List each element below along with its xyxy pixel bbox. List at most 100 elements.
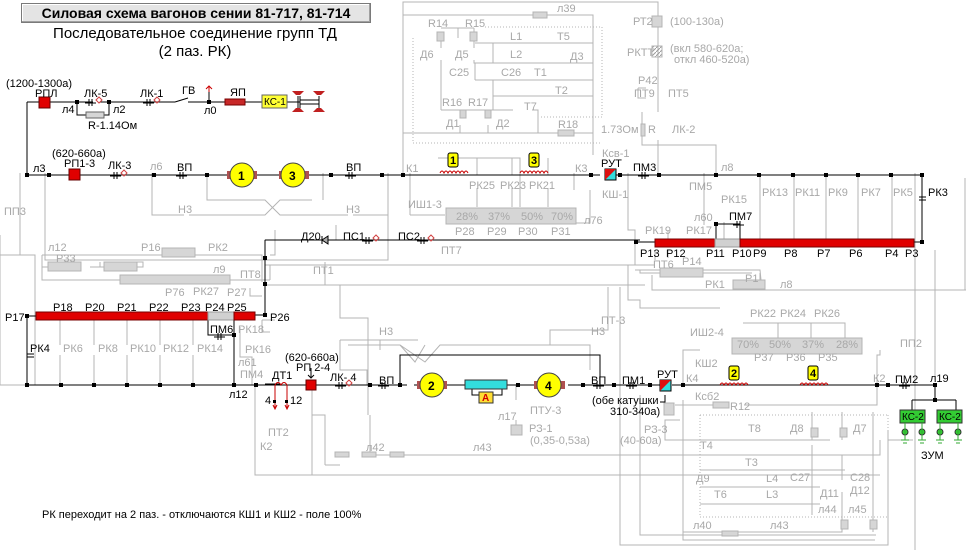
traction-motor-1[interactable]: 1 [227,162,257,188]
label-pm5: ПМ5 [689,181,712,193]
resistor-d7 [839,427,848,438]
label-l39: л39 [557,3,576,15]
label-zum: ЗУМ [921,450,944,462]
contactor-ks2-a[interactable]: КС-2 [899,409,926,424]
svg-text:4: 4 [545,379,552,393]
label-ish13: ИШ1-3 [408,199,442,211]
resistor-l45 [869,519,878,530]
diode-d20 [321,235,329,245]
label-pm3: ПМ3 [633,162,656,174]
label-p16: Р16 [141,242,161,254]
label-p42: Р42 [638,75,658,87]
label-l19: л19 [930,373,949,385]
label-c27: С27 [790,472,810,484]
label-k2: К2 [873,373,886,385]
label-l6: л6 [150,161,163,173]
svg-text:3: 3 [531,155,537,167]
label-r114: R-1.14Ом [88,120,137,132]
label-pm1: ПМ1 [622,375,645,387]
label-p6: Р6 [849,248,862,260]
contactor-ks2-b[interactable]: КС-2 [936,409,963,424]
label-l0: л0 [204,105,217,117]
label-p17: Р17 [5,312,25,324]
label-r17: R17 [468,97,488,109]
label-rz1-setting: (0,35-0,53а) [530,435,590,447]
relay-rktt [651,45,663,58]
label-rk2: РК2 [208,242,228,254]
contactor-ks1[interactable] [261,94,288,109]
label-rktt: РКТТ [627,47,654,59]
label-d20: Д20 [301,231,321,243]
svg-text:1: 1 [238,169,245,183]
label-d6: Д6 [420,49,434,61]
label-t4: Т4 [700,440,713,452]
label-l9: л9 [213,264,226,276]
label-dt1-tap12: 12 [290,395,302,407]
ammeter-shunt[interactable]: А [464,379,508,404]
label-vp-left-24: ВП [379,375,394,387]
resistor-r14 [436,31,445,42]
relay-rpl[interactable] [38,96,51,109]
label-rk12: РК12 [163,343,189,355]
label-rp24: РП 2-4 [296,362,330,374]
label-d5: Д5 [455,49,469,61]
label-rk21: РК21 [529,180,555,192]
relay-rut-24[interactable] [659,379,672,392]
label-d1: Д1 [446,118,460,130]
label-rk8: РК8 [98,343,118,355]
label-rut-note1: (обе катушки [592,395,659,407]
label-l4: л4 [62,104,75,116]
traction-motor-4[interactable]: 4 [534,372,565,398]
relay-rz3 [663,402,675,416]
label-rk25: РК25 [469,180,495,192]
label-rk24: РК24 [780,308,806,320]
label-d7: Д7 [853,423,867,435]
label-r: R [648,124,656,136]
label-pp2: ПП2 [900,338,922,350]
label-ptu3: ПТУ-3 [530,405,561,417]
label-L3: L3 [766,489,778,501]
label-l12-bottom: л12 [229,389,248,401]
label-p28: Р28 [455,226,475,238]
label-rz3-setting: (40-60а) [620,435,662,447]
label-rut-24: РУТ [657,369,678,381]
label-rk17: РК17 [686,225,712,237]
label-l2: л2 [113,104,126,116]
label-pt8: ПТ8 [240,269,261,281]
resistor-l42b [361,451,377,458]
label-l44: л44 [818,504,837,516]
label-pt3: ПТ-3 [601,315,625,327]
arrow-up-icon [205,85,213,92]
label-lk2: ЛК-2 [672,124,695,136]
label-pm7: ПМ7 [729,211,752,223]
relay-rut-13[interactable] [604,168,617,181]
resistor-p14 [659,267,704,278]
label-t3: Т3 [745,457,758,469]
label-r16: R16 [442,97,462,109]
label-rut-13: РУТ [601,158,622,170]
label-rz1: РЗ-1 [529,423,553,435]
label-k1: К1 [406,163,419,175]
label-p26: Р26 [270,312,290,324]
relay-rp13[interactable] [68,168,81,181]
label-rk18: РК18 [238,324,264,336]
traction-motor-3[interactable]: 3 [279,162,309,188]
label-l45: л45 [848,504,867,516]
traction-motor-2[interactable]: 2 [417,372,447,398]
label-vp-right-24: ВП [591,375,606,387]
relay-rp24[interactable] [305,379,317,391]
label-c25: С25 [449,67,469,79]
resistor-r12 [712,401,730,409]
fuse-yap [224,98,246,106]
weak-field-resistor-13 [445,207,577,225]
label-rk22: РК22 [750,308,776,320]
label-rt2: РТ2 [633,16,653,28]
label-pp3: ПП3 [4,206,26,218]
label-rt2-setting: (100-130а) [670,16,724,28]
label-rk15: РК15 [721,194,747,206]
label-weak-field-24-28: 28% [836,339,858,351]
label-d9: Д9 [696,473,710,485]
label-pm2: ПМ2 [895,374,918,386]
active-contacts [27,97,926,389]
label-rut-note2: 310-340а) [610,406,660,418]
